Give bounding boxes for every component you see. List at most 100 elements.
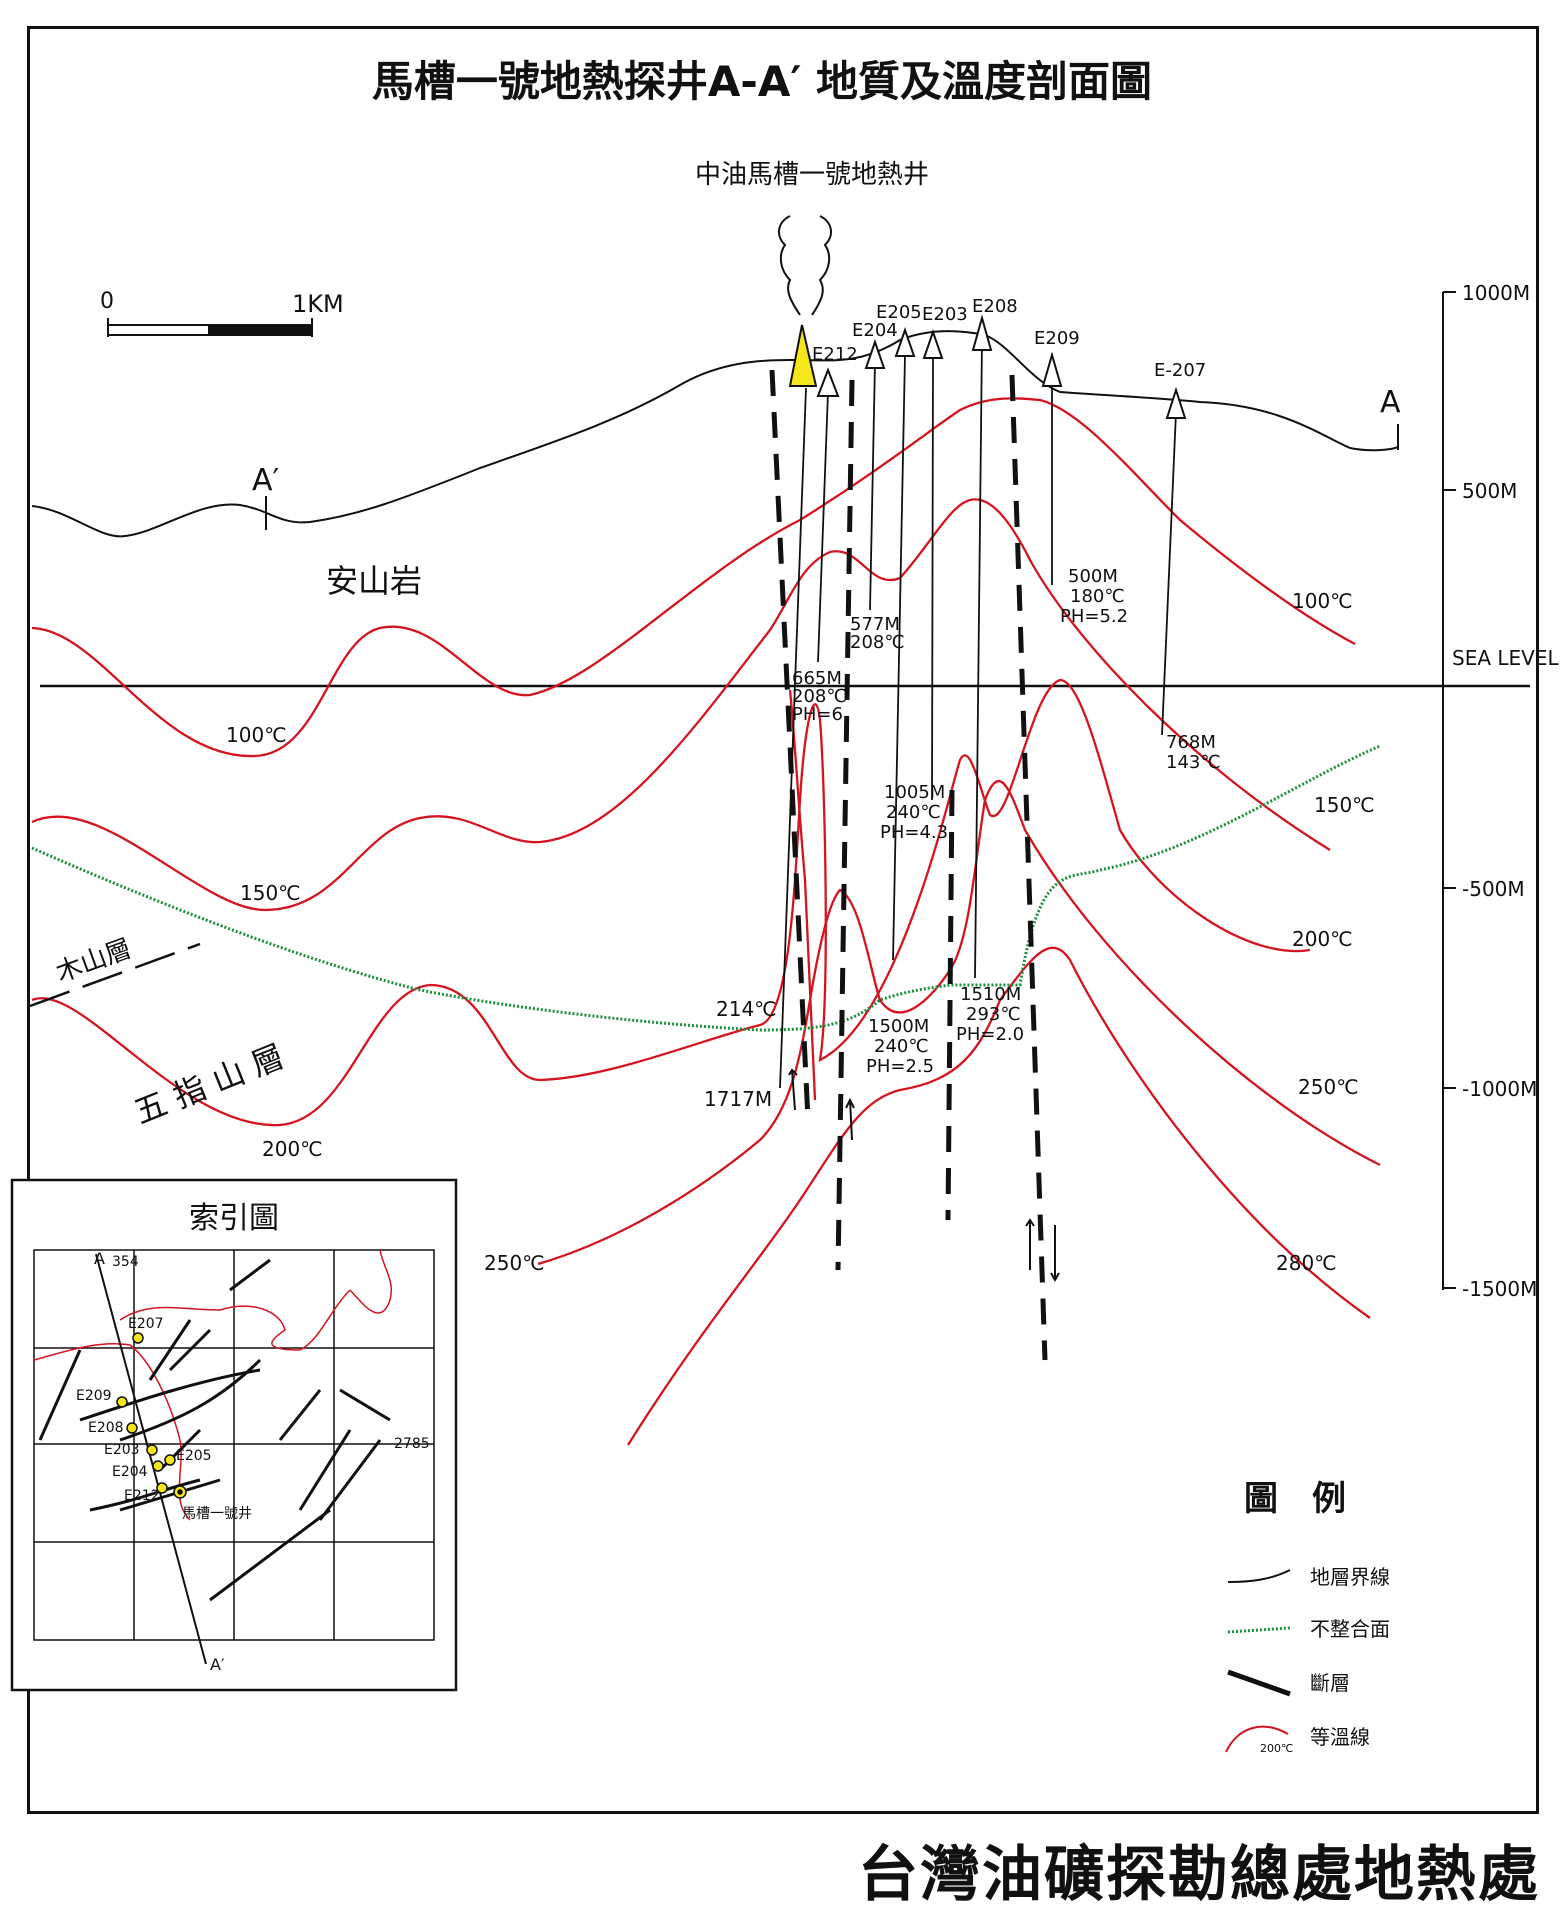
isotherm-label-200-east: 200℃ xyxy=(1292,927,1353,951)
isotherm-200-west xyxy=(31,678,1311,1127)
isotherm-inner-loop xyxy=(788,689,817,1101)
fault-2 xyxy=(835,379,855,1271)
diagram-title: 馬槽一號地熱探井A-A′ 地質及溫度剖面圖 xyxy=(372,57,1152,106)
inset-section-line xyxy=(95,1253,207,1665)
legend-boundary-line-sample xyxy=(1227,1569,1291,1583)
inset-grid xyxy=(33,1249,435,1641)
well-label-e208: E208 xyxy=(972,296,1018,317)
scale-end-label: 1KM xyxy=(292,290,344,318)
fault-arrows xyxy=(788,1068,1060,1283)
well-data-1005m: 1005M 240℃ PH=4.3 xyxy=(880,782,948,843)
inset-label-a: A xyxy=(94,1249,105,1268)
inset-label-e208: E208 xyxy=(88,1420,124,1436)
svg-text:293℃: 293℃ xyxy=(966,1004,1021,1025)
well-label-e209: E209 xyxy=(1034,328,1080,349)
svg-text:180℃: 180℃ xyxy=(1070,586,1125,607)
well-data-1717m: 1717M xyxy=(704,1087,772,1111)
isotherm-group xyxy=(31,397,1381,1446)
depth-tick-minus-1500m: -1500M xyxy=(1462,1277,1537,1301)
well-group xyxy=(779,339,1177,1089)
isotherm-label-250-east: 250℃ xyxy=(1298,1075,1359,1099)
well-label-e204: E204 xyxy=(852,320,898,341)
footer-organization: 台灣油礦探勘總處地熱處 xyxy=(858,1840,1540,1910)
inset-title: 索引圖 xyxy=(189,1201,279,1236)
isotherm-label-150-east: 150℃ xyxy=(1314,793,1375,817)
isotherm-label-100-west: 100℃ xyxy=(226,723,287,747)
inset-label-e207: E207 xyxy=(128,1316,164,1332)
svg-text:143℃: 143℃ xyxy=(1166,752,1221,773)
svg-text:1005M: 1005M xyxy=(884,782,945,803)
depth-tick-500m: 500M xyxy=(1462,479,1517,503)
diagram-frame xyxy=(27,26,1539,1814)
well-data-1510m: 1510M 293℃ PH=2.0 xyxy=(956,984,1024,1045)
inset-red-boundary xyxy=(33,1249,392,1521)
legend-fault-sample xyxy=(1227,1669,1291,1697)
svg-text:PH=6: PH=6 xyxy=(792,704,843,725)
unconformity-line xyxy=(31,744,1381,1032)
well-e205-marker xyxy=(894,326,916,357)
svg-text:PH=5.2: PH=5.2 xyxy=(1060,606,1128,627)
legend-item-unconformity: 不整合面 xyxy=(1310,1617,1390,1641)
inset-label-e204: E204 xyxy=(112,1464,148,1480)
scale-zero-label: 0 xyxy=(100,289,114,314)
isotherm-280 xyxy=(627,946,1371,1446)
depth-tick-1000m: 1000M xyxy=(1462,281,1530,305)
well-e208-marker xyxy=(971,314,993,351)
well-data-500m: 500M 180℃ PH=5.2 xyxy=(1060,566,1128,627)
isotherm-label-100-east: 100℃ xyxy=(1292,589,1353,613)
svg-text:577M: 577M xyxy=(850,614,900,635)
svg-text:PH=2.0: PH=2.0 xyxy=(956,1024,1024,1045)
inset-label-2785: 2785 xyxy=(394,1436,430,1452)
formation-andesite-label: 安山岩 xyxy=(326,562,422,600)
depth-tick-minus-1000m: -1000M xyxy=(1462,1077,1537,1101)
topography-line xyxy=(31,330,1399,538)
legend-isotherm-temp: 200℃ xyxy=(1260,1742,1293,1755)
svg-text:240℃: 240℃ xyxy=(886,802,941,823)
isotherm-label-250-west: 250℃ xyxy=(484,1251,545,1275)
well-e204-marker xyxy=(864,338,886,369)
scale-bar: 0 1KM xyxy=(100,289,344,337)
svg-text:1500M: 1500M xyxy=(868,1016,929,1037)
fault-4 xyxy=(1009,374,1048,1361)
depth-axis: 1000M 500M SEA LEVEL -500M -1000M -1500M xyxy=(1442,281,1559,1301)
well-e203-marker xyxy=(922,328,944,359)
inset-label-e203: E203 xyxy=(104,1442,140,1458)
legend-item-isotherm: 等溫線 xyxy=(1310,1725,1370,1749)
isotherm-150-west xyxy=(31,498,1331,912)
isotherm-100-west xyxy=(31,397,1356,758)
steam-well-marker xyxy=(788,324,818,387)
svg-text:208℃: 208℃ xyxy=(792,686,847,707)
fault-group xyxy=(769,369,1048,1361)
inset-well-points xyxy=(116,1332,187,1499)
steam-plume-icon xyxy=(778,215,832,316)
isotherm-label-150-west: 150℃ xyxy=(240,881,301,905)
well-data-577m: 577M 208℃ xyxy=(850,614,905,653)
mushan-dashed-boundary xyxy=(29,942,201,1008)
depth-tick-minus-500m: -500M xyxy=(1462,877,1525,901)
inset-label-e205: E205 xyxy=(176,1448,212,1464)
inset-label-a-prime: A′ xyxy=(210,1655,225,1674)
legend: 圖 例 地層界線 不整合面 斷層 200℃ 等溫線 xyxy=(1225,1479,1390,1755)
formation-mushan-label: 木山層 xyxy=(52,934,136,989)
well-e207-marker xyxy=(1165,386,1187,419)
svg-text:1510M: 1510M xyxy=(960,984,1021,1005)
depth-tick-sea-level: SEA LEVEL xyxy=(1452,646,1559,670)
legend-item-boundary: 地層界線 xyxy=(1310,1565,1390,1589)
svg-text:240℃: 240℃ xyxy=(874,1036,929,1057)
well-e212-marker xyxy=(816,367,840,397)
svg-text:500M: 500M xyxy=(1068,566,1118,587)
well-data-768m: 768M 143℃ xyxy=(1166,732,1221,773)
inset-map: 索引圖 xyxy=(10,1178,458,1692)
temperature-214c: 214℃ xyxy=(716,997,777,1021)
svg-text:208℃: 208℃ xyxy=(850,632,905,653)
inset-label-e209: E209 xyxy=(76,1388,112,1404)
well-label-e203: E203 xyxy=(922,304,968,325)
legend-unconformity-sample xyxy=(1227,1626,1291,1634)
svg-text:768M: 768M xyxy=(1166,732,1216,753)
inset-label-e212: E212 xyxy=(124,1488,160,1504)
well-label-e207: E-207 xyxy=(1154,360,1206,381)
well-label-e205: E205 xyxy=(876,302,922,323)
well-label-e212: E212 xyxy=(812,344,858,365)
inset-label-macao-well: 馬槽一號井 xyxy=(182,1506,252,1522)
